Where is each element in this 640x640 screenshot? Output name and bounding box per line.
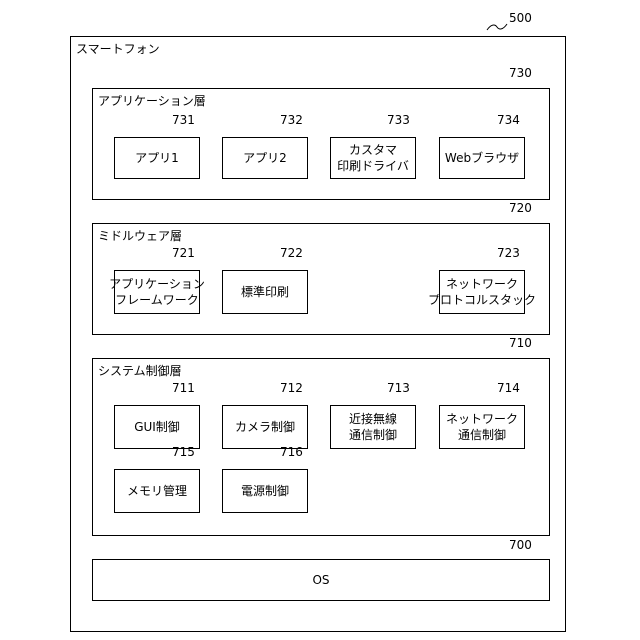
ref-710: 710	[509, 336, 532, 350]
block-app2: アプリ2	[222, 137, 308, 179]
block-nfc-control-line1: 近接無線	[349, 411, 397, 427]
ref-700: 700	[509, 538, 532, 552]
block-nfc-control-line2: 通信制御	[349, 427, 397, 443]
block-network-protocol-stack: ネットワーク プロトコルスタック	[439, 270, 525, 314]
block-custom-print-driver-line2: 印刷ドライバ	[337, 158, 409, 174]
block-network-protocol-stack-line2: プロトコルスタック	[428, 292, 536, 308]
block-standard-print: 標準印刷	[222, 270, 308, 314]
block-web-browser: Webブラウザ	[439, 137, 525, 179]
ref-733: 733	[387, 113, 410, 127]
ref-732: 732	[280, 113, 303, 127]
ref-722: 722	[280, 246, 303, 260]
block-app1-label: アプリ1	[135, 150, 179, 166]
application-layer-title: アプリケーション層	[98, 94, 206, 108]
block-app-framework-line1: アプリケーション	[109, 276, 205, 292]
block-app2-label: アプリ2	[243, 150, 287, 166]
ref-734: 734	[497, 113, 520, 127]
os-layer: OS	[92, 559, 550, 601]
ref-711: 711	[172, 381, 195, 395]
block-web-browser-label: Webブラウザ	[445, 150, 519, 166]
block-network-protocol-stack-line1: ネットワーク	[446, 276, 518, 292]
ref-714: 714	[497, 381, 520, 395]
system-control-layer-title: システム制御層	[98, 364, 182, 378]
leader-500	[487, 24, 507, 30]
ref-720: 720	[509, 201, 532, 215]
block-gui-control: GUI制御	[114, 405, 200, 449]
block-standard-print-label: 標準印刷	[241, 284, 289, 300]
ref-715: 715	[172, 445, 195, 459]
block-power-control: 電源制御	[222, 469, 308, 513]
ref-712: 712	[280, 381, 303, 395]
ref-500: 500	[509, 11, 532, 25]
block-power-control-label: 電源制御	[241, 483, 289, 499]
block-network-comm-control-line2: 通信制御	[458, 427, 506, 443]
os-layer-title: OS	[312, 573, 329, 587]
block-camera-control-label: カメラ制御	[235, 419, 295, 435]
ref-721: 721	[172, 246, 195, 260]
block-gui-control-label: GUI制御	[134, 419, 180, 435]
block-app-framework-line2: フレームワーク	[115, 292, 199, 308]
block-nfc-control: 近接無線 通信制御	[330, 405, 416, 449]
block-custom-print-driver-line1: カスタマ	[349, 142, 397, 158]
block-camera-control: カメラ制御	[222, 405, 308, 449]
block-memory-management: メモリ管理	[114, 469, 200, 513]
block-custom-print-driver: カスタマ 印刷ドライバ	[330, 137, 416, 179]
block-network-comm-control-line1: ネットワーク	[446, 411, 518, 427]
middleware-layer-title: ミドルウェア層	[98, 229, 182, 243]
block-network-comm-control: ネットワーク 通信制御	[439, 405, 525, 449]
ref-713: 713	[387, 381, 410, 395]
block-app-framework: アプリケーション フレームワーク	[114, 270, 200, 314]
ref-731: 731	[172, 113, 195, 127]
smartphone-title: スマートフォン	[76, 42, 160, 56]
ref-730: 730	[509, 66, 532, 80]
block-app1: アプリ1	[114, 137, 200, 179]
ref-723: 723	[497, 246, 520, 260]
ref-716: 716	[280, 445, 303, 459]
block-memory-management-label: メモリ管理	[127, 483, 187, 499]
